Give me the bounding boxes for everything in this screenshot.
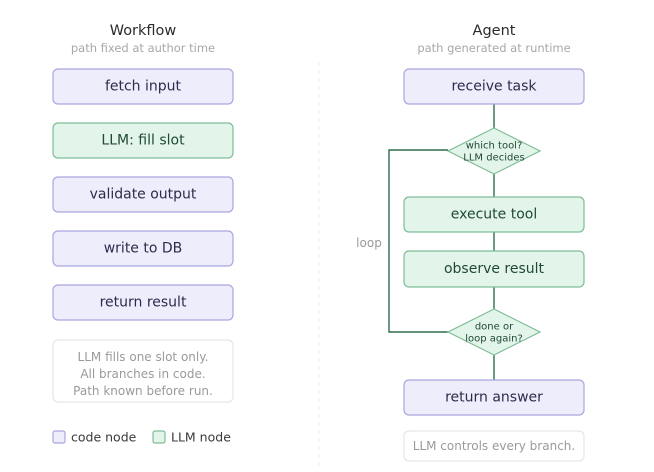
agent-column: Agent path generated at runtime loop rec… bbox=[356, 23, 585, 462]
agent-node-observe-result: observe result bbox=[403, 250, 585, 288]
agent-decision-which-tool: which tool? LLM decides bbox=[446, 127, 542, 175]
decision-label-line-2: loop again? bbox=[465, 334, 523, 345]
workflow-note-line-2: All branches in code. bbox=[80, 367, 205, 381]
workflow-subtitle: path fixed at author time bbox=[71, 41, 215, 55]
node-label: receive task bbox=[451, 79, 537, 95]
agent-subtitle: path generated at runtime bbox=[417, 41, 570, 55]
workflow-node-fetch-input: fetch input bbox=[52, 68, 234, 105]
agent-decision-done-or-loop: done or loop again? bbox=[446, 308, 542, 356]
legend-llm-label: LLM node bbox=[171, 430, 231, 445]
legend: code node LLM node bbox=[52, 430, 231, 445]
decision-label-line-1: done or bbox=[475, 322, 514, 333]
agent-node-return-answer: return answer bbox=[403, 379, 585, 416]
agent-node-receive-task: receive task bbox=[403, 68, 585, 105]
decision-label-line-1: which tool? bbox=[466, 141, 523, 152]
node-label: return answer bbox=[445, 390, 543, 406]
workflow-node-validate-output: validate output bbox=[52, 176, 234, 213]
node-label: validate output bbox=[90, 187, 197, 203]
workflow-title: Workflow bbox=[110, 23, 177, 39]
workflow-node-llm-fill-slot: LLM: fill slot bbox=[52, 122, 234, 159]
workflow-note-line-1: LLM fills one slot only. bbox=[78, 350, 209, 364]
workflow-column: Workflow path fixed at author time fetch… bbox=[52, 23, 234, 445]
workflow-note: LLM fills one slot only. All branches in… bbox=[52, 339, 234, 403]
node-label: fetch input bbox=[105, 79, 182, 95]
node-label: execute tool bbox=[451, 207, 537, 223]
workflow-node-return-result: return result bbox=[52, 284, 234, 321]
node-label: observe result bbox=[444, 261, 545, 277]
node-label: LLM: fill slot bbox=[101, 133, 185, 149]
workflow-note-line-3: Path known before run. bbox=[73, 384, 213, 398]
node-label: return result bbox=[100, 295, 187, 311]
legend-llm-swatch bbox=[152, 430, 166, 444]
loop-label: loop bbox=[356, 236, 382, 250]
agent-node-execute-tool: execute tool bbox=[403, 196, 585, 233]
workflow-node-write-to-db: write to DB bbox=[52, 230, 234, 267]
decision-label-line-2: LLM decides bbox=[463, 153, 524, 164]
agent-note: LLM controls every branch. bbox=[403, 430, 585, 462]
agent-note-text: LLM controls every branch. bbox=[413, 439, 575, 453]
legend-code-label: code node bbox=[71, 430, 137, 445]
loop-back-edge bbox=[388, 149, 448, 333]
node-label: write to DB bbox=[104, 241, 183, 257]
legend-code-swatch bbox=[52, 430, 66, 444]
agent-title: Agent bbox=[473, 23, 516, 39]
